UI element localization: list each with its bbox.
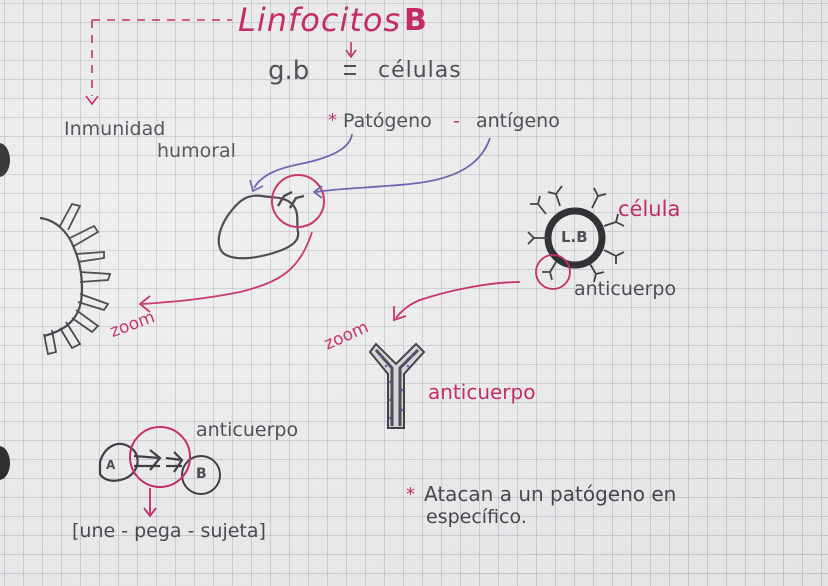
equals-sign	[344, 65, 356, 75]
binding-antibody-icon	[133, 449, 184, 473]
antigen-icon	[276, 190, 305, 209]
antibody-highlight-circle	[535, 254, 571, 290]
anticuerpo-bottom-label: anticuerpo	[196, 419, 299, 441]
star-mark-note: *	[406, 484, 415, 505]
inmunidad-label: Inmunidad	[64, 118, 166, 140]
title-arrow	[345, 42, 357, 59]
binding-highlight-circle	[129, 426, 191, 488]
purple-arrow-patogeno	[253, 133, 353, 189]
page-title: Linfocitos	[238, 1, 402, 39]
arrowhead	[312, 185, 323, 199]
humoral-label: humoral	[157, 140, 236, 162]
binder-hole	[0, 143, 10, 177]
arrowhead	[249, 179, 264, 193]
arrowhead	[393, 306, 407, 322]
lb-label: L.B	[561, 228, 588, 246]
binding-arrow	[143, 488, 157, 518]
atacan-line1: Atacan a un patógeno en	[424, 482, 677, 506]
purple-arrow-antigeno	[315, 137, 491, 193]
zoom-arrow-right	[395, 281, 521, 319]
large-cell-icon	[39, 216, 84, 338]
antigen-highlight-circle	[271, 174, 325, 228]
star-mark: *	[328, 110, 337, 131]
une-pega-sujeta-label: [une - pega - sujeta]	[72, 520, 266, 542]
celula-label: célula	[618, 197, 681, 221]
pathogen-blob-icon	[217, 194, 300, 260]
b-mark: B	[196, 466, 207, 482]
equation-left: g.b	[268, 56, 310, 86]
arrowhead	[138, 295, 151, 313]
binder-hole	[0, 446, 10, 480]
equation-right: células	[378, 58, 462, 83]
patogeno-label: Patógeno	[343, 110, 432, 132]
arrowhead-down	[85, 95, 99, 106]
atacan-line2: específico.	[426, 506, 527, 528]
anticuerpo-cell-label: anticuerpo	[574, 278, 677, 300]
a-mark: A	[106, 458, 116, 472]
antigen-a-blob-icon	[98, 442, 139, 482]
cell-antibodies	[527, 185, 625, 283]
dash-mark: -	[453, 110, 460, 132]
dashed-connector	[91, 19, 232, 96]
anticuerpo-mid-label: anticuerpo	[428, 380, 536, 404]
antigeno-label: antígeno	[476, 110, 560, 132]
zoom-arrow-left	[141, 231, 313, 305]
title-letter-b: B	[404, 3, 427, 38]
b-cell-small-icon	[181, 455, 221, 495]
antibody-y-icon	[368, 342, 426, 429]
cell-spikes	[43, 202, 112, 356]
